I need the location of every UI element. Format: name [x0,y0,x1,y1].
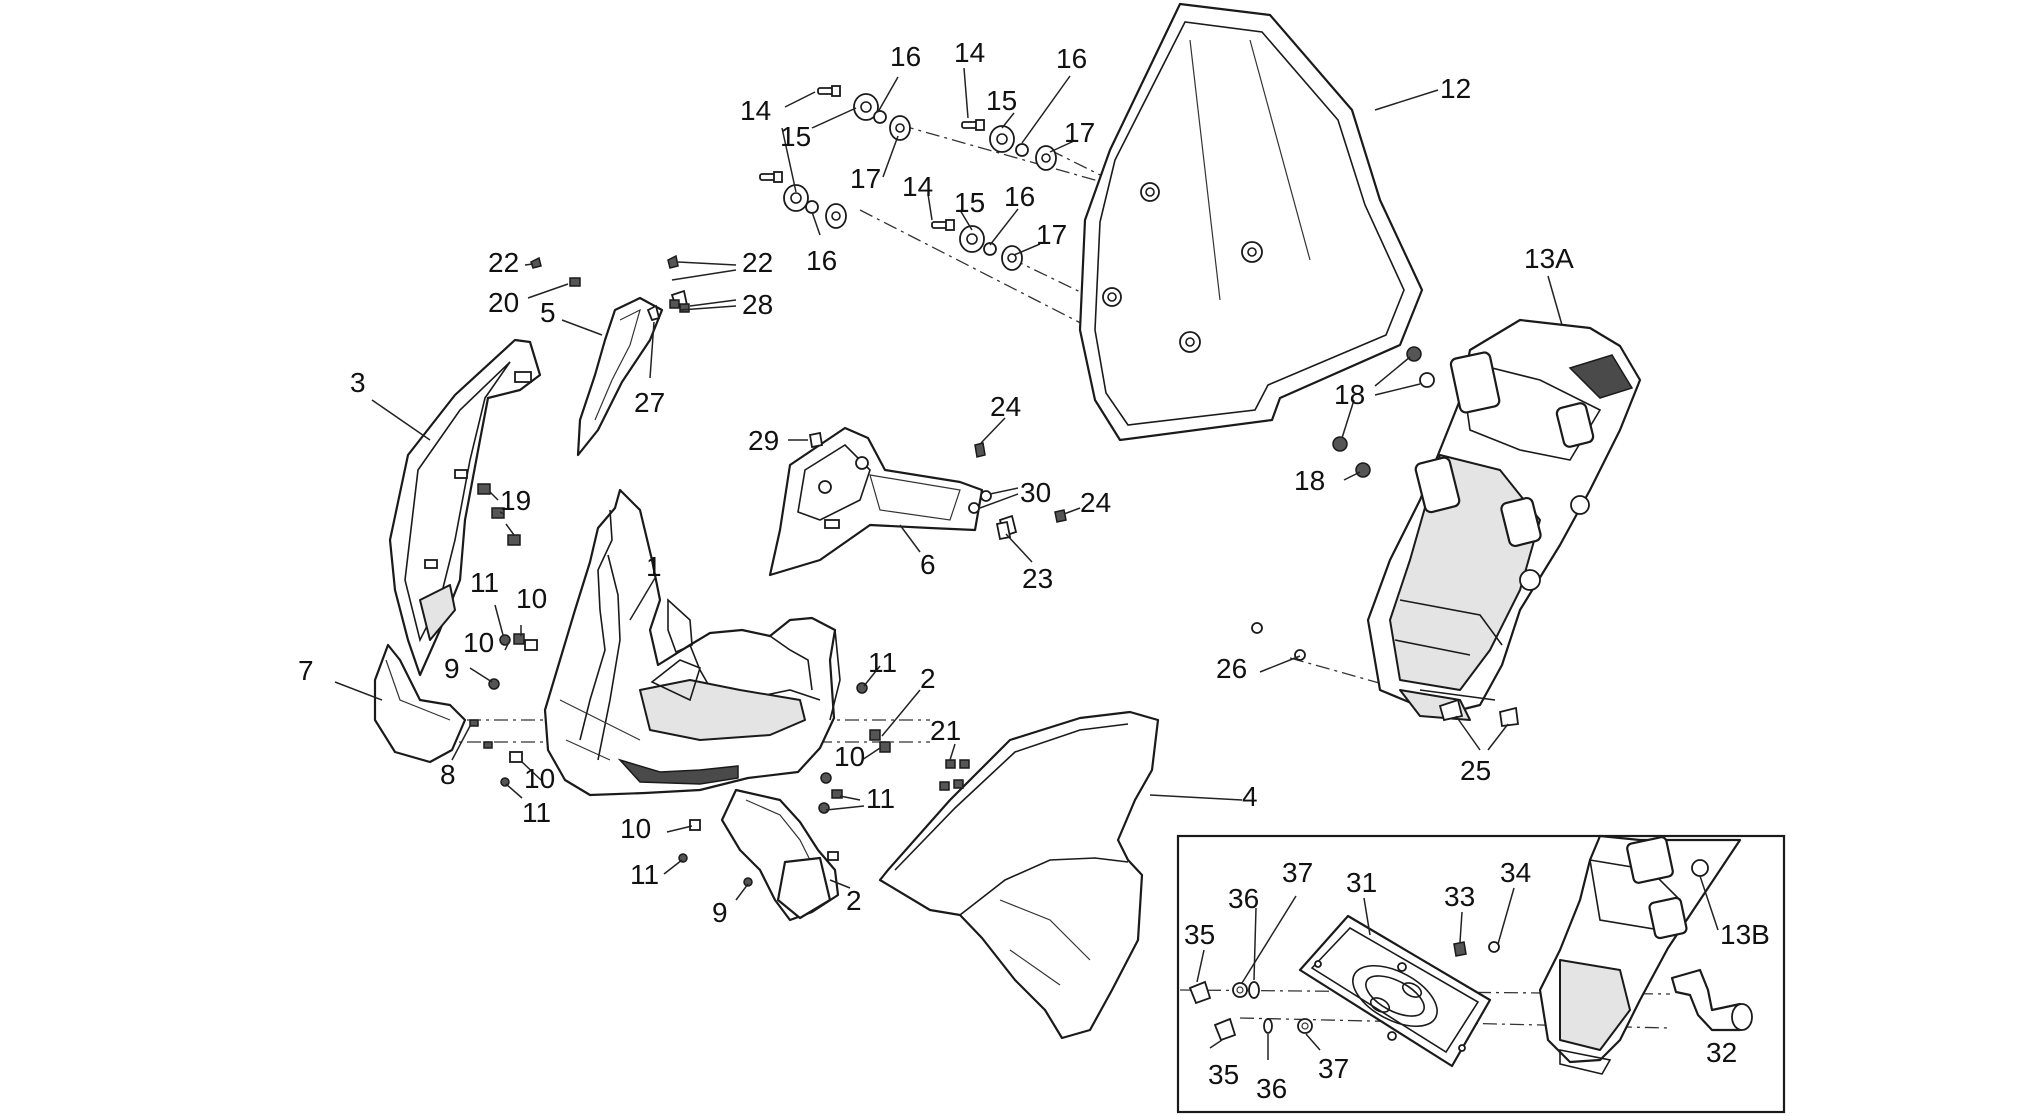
label-18: 18 [1334,379,1365,410]
label-2: 2 [920,663,936,694]
label-10: 10 [834,741,865,772]
label-1: 1 [646,551,662,582]
side-panel-part-3 [388,338,542,677]
label-7: 7 [298,655,314,686]
label-10: 10 [524,763,555,794]
label-25: 25 [1460,755,1491,786]
label-31: 31 [1346,867,1377,898]
label-14: 14 [954,37,985,68]
label-14: 14 [740,95,771,126]
label-16: 16 [1004,181,1035,212]
leader-lines [334,67,1742,1060]
trim-part-5 [576,289,689,457]
label-11: 11 [522,797,551,828]
inner-panel-part-6 [768,426,1018,577]
label-34: 34 [1500,857,1531,888]
label-37: 37 [1282,857,1313,888]
side-fairing-part-4 [878,710,1160,1040]
label-4: 4 [1242,781,1258,812]
label-23: 23 [1022,563,1053,594]
label-6: 6 [920,549,936,580]
label-20: 20 [488,287,519,318]
label-36: 36 [1228,883,1259,914]
label-9: 9 [712,897,728,928]
windscreen-hardware [759,85,1057,271]
label-28: 28 [742,289,773,320]
label-17: 17 [1036,219,1067,250]
label-26: 26 [1216,653,1247,684]
label-13a: 13A [1524,243,1574,274]
label-18: 18 [1294,465,1325,496]
cheek-panel-part-7 [373,643,467,764]
label-11: 11 [470,567,499,598]
label-9: 9 [444,653,460,684]
label-27: 27 [634,387,665,418]
windscreen-part-12 [1078,2,1424,442]
label-32: 32 [1706,1037,1737,1068]
small-hardware [469,254,1067,887]
label-24: 24 [990,391,1021,422]
label-16: 16 [890,41,921,72]
label-33: 33 [1444,881,1475,912]
label-15: 15 [780,121,811,152]
label-37: 37 [1318,1053,1349,1084]
label-13b: 13B [1720,919,1770,950]
label-16: 16 [806,245,837,276]
label-5: 5 [540,297,556,328]
part-labels: 1 2 2 3 4 5 6 7 8 9 9 10 10 10 10 10 11 … [298,37,1770,1104]
label-14: 14 [902,171,933,202]
label-35: 35 [1208,1059,1239,1090]
label-21: 21 [930,715,961,746]
label-19: 19 [500,485,531,516]
label-11: 11 [866,783,895,814]
label-35: 35 [1184,919,1215,950]
label-10: 10 [620,813,651,844]
support-bracket-part-13a [1366,318,1642,721]
label-11: 11 [868,647,897,678]
label-2: 2 [846,885,862,916]
label-8: 8 [440,759,456,790]
label-17: 17 [1064,117,1095,148]
label-10: 10 [463,627,494,658]
label-30: 30 [1020,477,1051,508]
label-10: 10 [516,583,547,614]
front-fairing-part-1 [543,488,841,797]
inset-license-plate-detail [1176,834,1786,1114]
lower-bracket-part-2 [720,788,840,922]
label-24: 24 [1080,487,1111,518]
label-12: 12 [1440,73,1471,104]
label-36: 36 [1256,1073,1287,1104]
label-16: 16 [1056,43,1087,74]
label-15: 15 [986,85,1017,116]
label-11: 11 [630,859,659,890]
label-22: 22 [488,247,519,278]
label-15: 15 [954,187,985,218]
support-hardware [1251,346,1520,728]
label-3: 3 [350,367,366,398]
label-17: 17 [850,163,881,194]
label-22: 22 [742,247,773,278]
label-29: 29 [748,425,779,456]
